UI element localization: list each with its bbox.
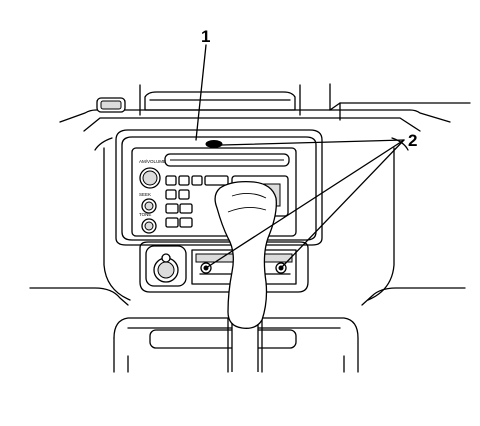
- upper-dash: [59, 83, 471, 132]
- dash-lower: [29, 137, 466, 306]
- floor-console: [113, 317, 359, 373]
- seek-label: SEEK: [139, 192, 151, 197]
- callout-2: 2: [408, 131, 417, 150]
- knob-label: AM/VOLUME: [139, 159, 166, 164]
- callout-1: 1: [201, 27, 210, 46]
- bezel-fastener: [205, 140, 223, 148]
- hazard-switch: [96, 97, 126, 113]
- leader-2c: [280, 139, 405, 269]
- leader-2b: [205, 139, 405, 269]
- leader-2a: [221, 139, 405, 146]
- shift-lever: [214, 180, 277, 372]
- callout-lines: [195, 44, 405, 269]
- leader-1: [195, 44, 207, 141]
- tone-label: TONE: [139, 212, 151, 217]
